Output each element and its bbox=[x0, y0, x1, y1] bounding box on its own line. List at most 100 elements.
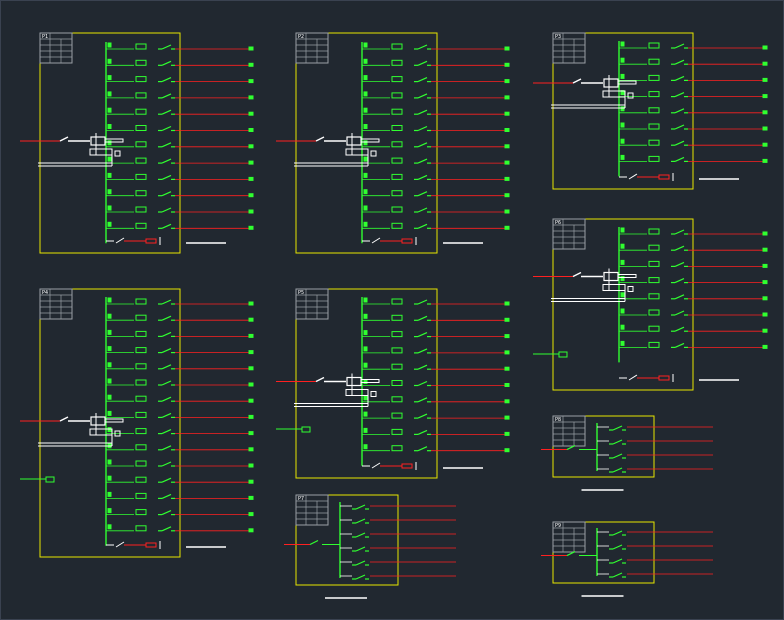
incomer-switch-blade bbox=[572, 78, 582, 84]
feeder-breaker bbox=[414, 380, 431, 387]
feeder-circuit bbox=[340, 532, 456, 538]
panel-p8[interactable]: P8 bbox=[541, 415, 713, 491]
schedule-table-border bbox=[295, 288, 329, 320]
feeder-circuit bbox=[106, 362, 254, 371]
bus-tap-marker bbox=[363, 189, 368, 195]
bus-tap-marker bbox=[363, 91, 368, 97]
feeder-end-terminal bbox=[762, 77, 768, 82]
feeder-circuit bbox=[362, 75, 510, 84]
feeder-circuit bbox=[106, 313, 254, 322]
feeder-circuit bbox=[106, 205, 254, 214]
bus-tap-marker bbox=[363, 330, 368, 336]
incomer-terminal bbox=[370, 150, 377, 157]
feeder-circuit bbox=[340, 504, 456, 510]
feeder-end-terminal bbox=[762, 312, 768, 317]
switch-blade bbox=[417, 332, 428, 338]
feeder-breaker bbox=[414, 332, 431, 338]
breaker-rating-box bbox=[648, 228, 660, 235]
feeder-circuit bbox=[362, 444, 510, 453]
incomer-bar bbox=[104, 138, 124, 143]
panel-p6[interactable]: P6 bbox=[533, 218, 768, 391]
bus-tap-marker bbox=[107, 459, 112, 465]
feeder-end-terminal bbox=[248, 447, 254, 452]
bus-tap-marker bbox=[107, 297, 112, 303]
feeder-breaker bbox=[671, 229, 688, 235]
bus-tap-marker bbox=[107, 189, 112, 195]
bus-tap-marker bbox=[620, 73, 625, 79]
panel-frame bbox=[552, 32, 694, 190]
feeder-end-terminal bbox=[248, 528, 254, 533]
incomer-terminal bbox=[114, 150, 121, 157]
bus-tap-marker bbox=[620, 154, 625, 160]
feeder-breaker bbox=[158, 380, 175, 386]
bus-tap-marker bbox=[107, 346, 112, 352]
bus-tap-marker bbox=[107, 524, 112, 530]
panel-p3[interactable]: P3 bbox=[533, 32, 768, 190]
incomer-bar bbox=[617, 274, 637, 278]
feeder-breaker bbox=[158, 477, 175, 483]
incomer-bar bbox=[360, 379, 380, 383]
panel-p1[interactable]: P1 bbox=[20, 32, 254, 254]
panel-p5[interactable]: P5 bbox=[276, 288, 510, 479]
panel-schedule-table: P7 bbox=[295, 494, 329, 526]
incomer-body bbox=[346, 376, 362, 387]
switch-blade bbox=[161, 348, 172, 354]
feeder-end-terminal bbox=[248, 463, 254, 468]
feeder-end-terminal bbox=[762, 61, 768, 66]
feeder-breaker bbox=[352, 574, 369, 580]
feeder-end-terminal bbox=[248, 382, 254, 387]
metering-circuit bbox=[106, 237, 161, 245]
feeder-breaker bbox=[352, 560, 369, 566]
panel-tag-label: P8 bbox=[555, 417, 561, 423]
feeder-breaker bbox=[671, 59, 688, 65]
breaker-rating-box bbox=[135, 222, 147, 229]
feeder-breaker bbox=[158, 142, 175, 148]
feeder-end-terminal bbox=[248, 160, 254, 165]
feeder-end-terminal bbox=[504, 62, 510, 67]
feeder-circuit bbox=[106, 140, 254, 149]
breaker-rating-box bbox=[135, 190, 147, 197]
panel-p2[interactable]: P2 bbox=[276, 32, 510, 254]
panel-p9[interactable]: P9 bbox=[541, 521, 713, 597]
feeder-breaker bbox=[414, 429, 431, 435]
incomer-switch-blade bbox=[315, 376, 325, 383]
feeder-circuit bbox=[597, 530, 713, 536]
feeder-breaker bbox=[414, 446, 431, 452]
feeder-circuit bbox=[619, 154, 768, 163]
bus-tap-marker bbox=[363, 58, 368, 64]
main-incomer bbox=[20, 413, 124, 447]
feeder-breaker bbox=[609, 467, 626, 473]
incomer-terminal bbox=[627, 286, 634, 292]
panel-frame bbox=[39, 288, 181, 558]
feeder-end-terminal bbox=[762, 296, 768, 301]
panel-p4[interactable]: P4 bbox=[20, 288, 254, 558]
breaker-rating-box bbox=[391, 412, 403, 419]
breaker-rating-box bbox=[135, 379, 147, 386]
feeder-circuit bbox=[619, 227, 768, 236]
feeder-circuit bbox=[619, 243, 768, 252]
schedule-table-border bbox=[552, 218, 586, 250]
incomer-cable-box bbox=[89, 428, 113, 436]
meter-switch bbox=[371, 237, 381, 244]
feeder-breaker bbox=[414, 299, 431, 305]
bus-tap-marker bbox=[363, 156, 368, 162]
breaker-rating-box bbox=[648, 155, 660, 162]
switch-blade bbox=[417, 315, 428, 321]
panel-tag-label: P6 bbox=[555, 220, 561, 226]
feeder-circuit bbox=[619, 340, 768, 349]
feeder-circuit bbox=[106, 221, 254, 230]
switch-blade bbox=[674, 310, 685, 316]
bus-tap-marker bbox=[363, 362, 368, 368]
auxiliary-supply-box bbox=[558, 351, 568, 358]
feeder-end-terminal bbox=[248, 128, 254, 132]
switch-blade bbox=[161, 445, 172, 451]
incomer-bar bbox=[104, 418, 124, 423]
bus-tap-marker bbox=[107, 156, 112, 162]
panel-schedule-table: P8 bbox=[552, 415, 586, 447]
switch-blade bbox=[417, 364, 428, 370]
breaker-rating-box bbox=[648, 341, 660, 348]
switch-blade bbox=[355, 560, 366, 566]
feeder-circuit bbox=[106, 172, 254, 181]
panel-p7[interactable]: P7 bbox=[284, 494, 456, 599]
